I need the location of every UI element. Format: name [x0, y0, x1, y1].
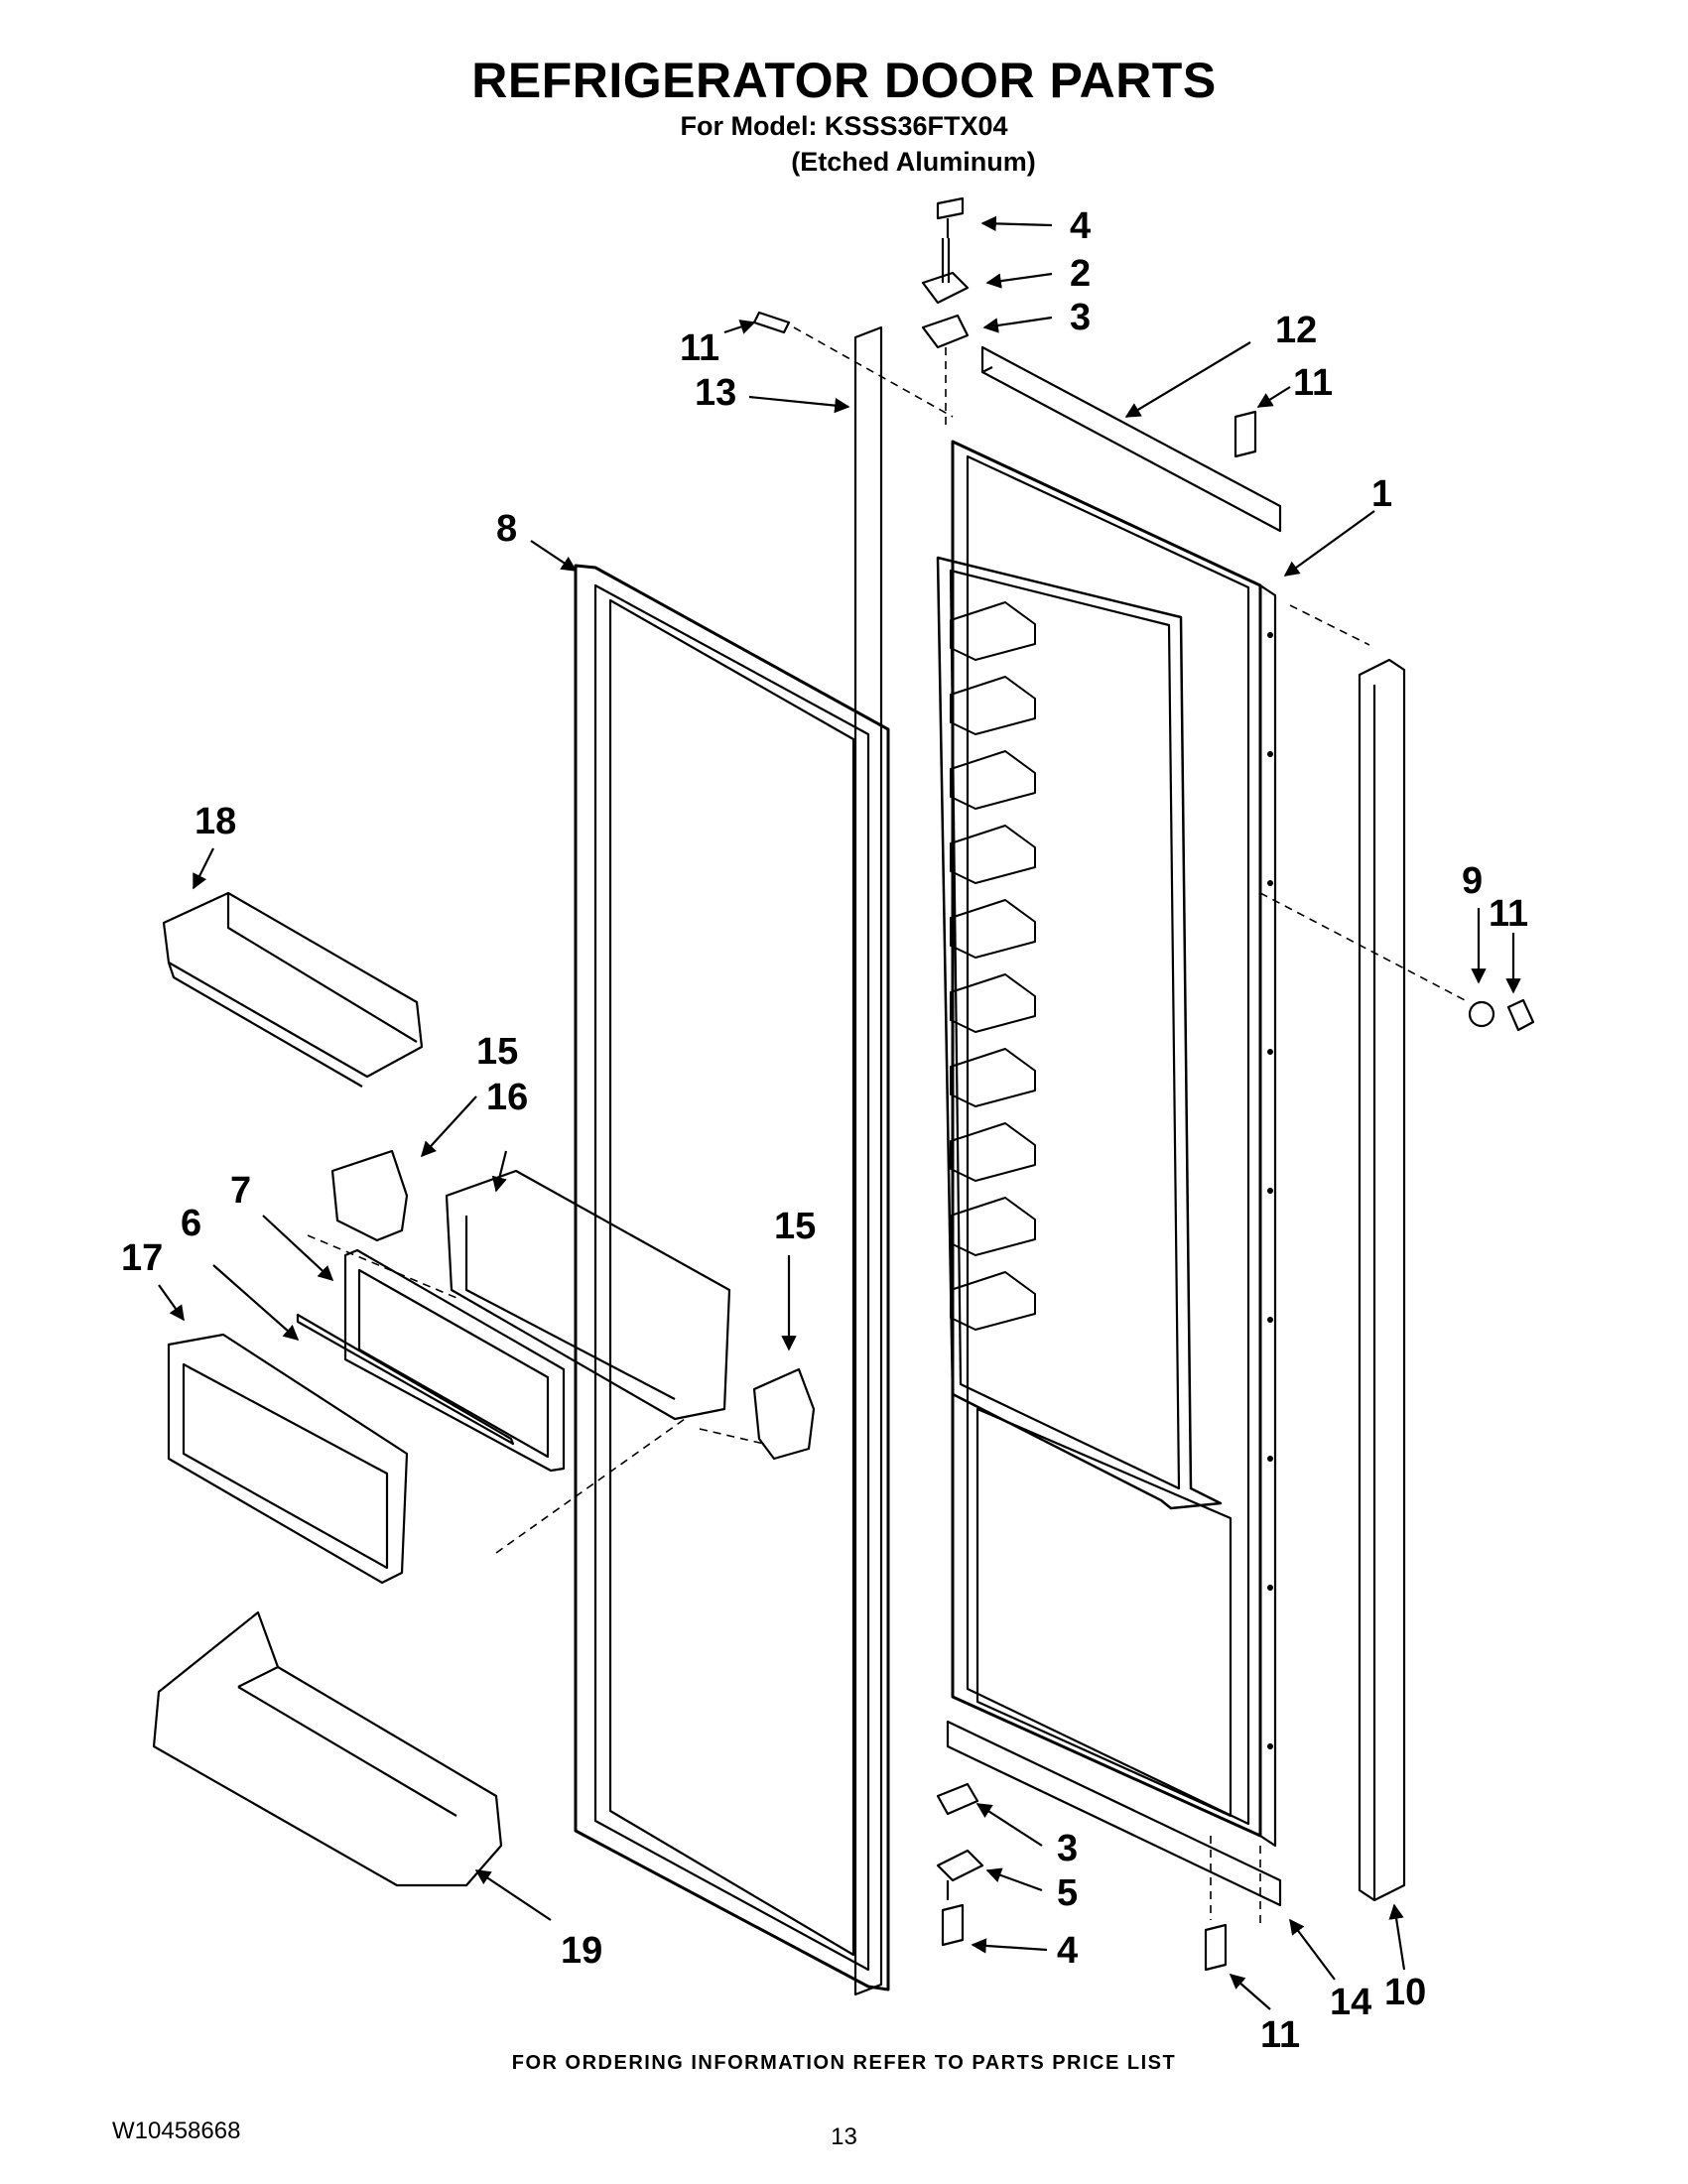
top-right-screw	[1234, 410, 1257, 458]
model-line: For Model: KSSS36FTX04	[680, 111, 1008, 141]
callout-5: 5	[1057, 1872, 1078, 1914]
top-hinge-part	[921, 238, 970, 305]
callout-4-top: 4	[1070, 205, 1091, 247]
large-door-bin-part	[152, 1610, 503, 1887]
callout-18: 18	[195, 801, 236, 842]
ordering-note: FOR ORDERING INFORMATION REFER TO PARTS …	[511, 2052, 1177, 2074]
bottom-hinge-screw	[941, 1903, 965, 1947]
top-trim-part	[980, 345, 1282, 533]
top-shim-part	[921, 314, 970, 349]
callout-12: 12	[1275, 310, 1317, 351]
door-gasket-part	[574, 564, 890, 1991]
document-number: W10458668	[112, 2118, 241, 2144]
callout-15-right: 15	[774, 1206, 816, 1247]
page-title: REFRIGERATOR DOOR PARTS	[471, 53, 1217, 108]
callout-3-top: 3	[1070, 297, 1091, 338]
callout-11-side: 11	[1489, 893, 1528, 935]
washer-part	[1468, 1000, 1495, 1028]
lower-bin-cover-part	[167, 1333, 409, 1585]
callout-2: 2	[1070, 253, 1091, 295]
side-trim-part	[1358, 658, 1406, 1902]
callout-19: 19	[561, 1930, 602, 1972]
callout-13: 13	[695, 372, 736, 414]
callout-15-left: 15	[476, 1031, 518, 1073]
right-bracket-part	[752, 1367, 816, 1461]
callout-9: 9	[1462, 860, 1483, 902]
callout-10: 10	[1384, 1972, 1426, 2013]
bottom-right-screw	[1204, 1923, 1228, 1972]
hinge-side-strip-part	[853, 325, 883, 1996]
callout-7: 7	[230, 1170, 251, 1212]
callout-1: 1	[1371, 473, 1392, 515]
callout-17: 17	[121, 1237, 163, 1279]
callout-8: 8	[496, 508, 517, 550]
bottom-hinge-part	[936, 1849, 984, 1900]
bottom-shim-part	[936, 1782, 979, 1816]
callout-14: 14	[1330, 1982, 1371, 2023]
finish-line: (Etched Aluminum)	[791, 147, 1036, 177]
top-left-screw	[752, 311, 791, 334]
callout-3-bottom: 3	[1057, 1828, 1078, 1869]
top-hinge-screw	[936, 196, 965, 238]
callout-16: 16	[486, 1077, 528, 1118]
bottom-trim-part	[946, 1720, 1282, 1907]
left-bracket-part	[330, 1149, 409, 1242]
callout-11-bottom: 11	[1260, 2014, 1300, 2056]
bin-frame-part	[343, 1248, 566, 1473]
bin-housing-part	[445, 1169, 731, 1421]
side-screw	[1506, 998, 1535, 1032]
callout-11-top-right: 11	[1293, 362, 1333, 404]
retainer-rod-part	[296, 1313, 515, 1446]
callout-4-bottom: 4	[1057, 1930, 1078, 1972]
callout-11-top-left: 11	[680, 327, 719, 369]
upper-door-bin-part	[162, 891, 424, 1088]
callout-6: 6	[181, 1203, 201, 1244]
shelf-rib-icons	[950, 601, 1036, 1331]
page-number: 13	[831, 2123, 857, 2150]
door-liner-part	[936, 440, 1277, 1848]
